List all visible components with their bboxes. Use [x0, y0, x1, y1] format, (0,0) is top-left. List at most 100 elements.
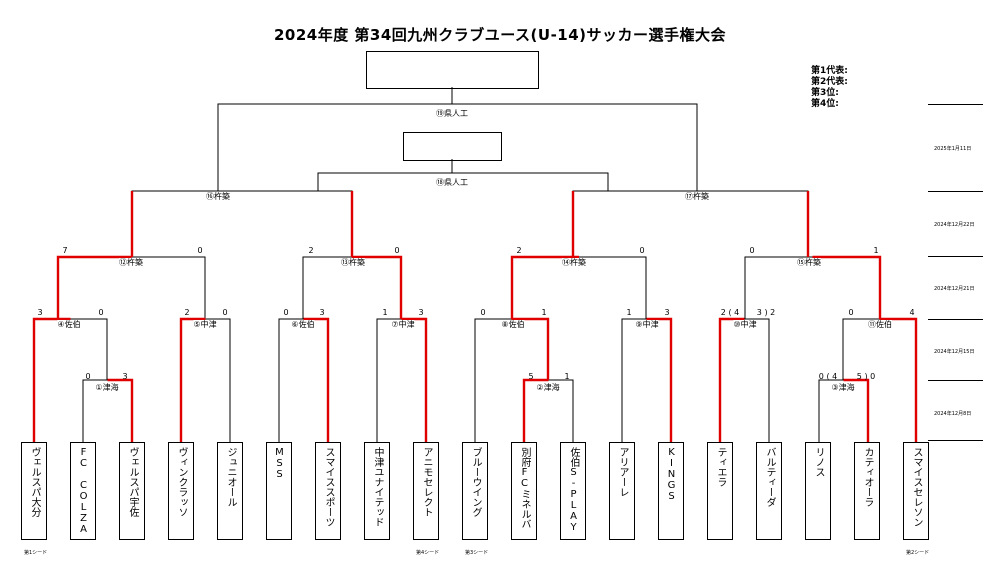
team-box: ヴェルスパ大分: [21, 442, 47, 540]
team-name: カティオーラ: [862, 447, 873, 507]
team-box: ティエラ: [707, 442, 733, 540]
bracket-line: [812, 255, 882, 319]
score: 2 ( 4: [720, 308, 740, 317]
match-label: ③津海: [831, 383, 855, 393]
team-name: ブルーウイング: [470, 447, 481, 517]
bracket-line: [843, 378, 870, 442]
score: 3: [37, 308, 43, 317]
team-name: ヴィンクラッソ: [176, 447, 187, 517]
team-name: FC COLZA: [78, 447, 89, 535]
match-label: ①津海: [95, 383, 119, 393]
result-3rd: 第3位:: [811, 88, 839, 98]
team-name: MSS: [274, 447, 285, 480]
match-label: ⑲県人工: [436, 109, 468, 119]
score: 3: [122, 372, 128, 381]
date-divider: [928, 104, 983, 105]
score: 0: [98, 308, 104, 317]
score: 3: [319, 308, 325, 317]
bracket-line: [352, 255, 403, 319]
bracket-line: [56, 255, 132, 319]
match-label: ⑭杵築: [562, 258, 586, 268]
team-name: スマイススポーツ: [323, 447, 334, 527]
round-date: 2024年12月8日: [934, 411, 972, 417]
score: 3 ) 2: [756, 308, 776, 317]
result-4th: 第4位:: [811, 99, 839, 109]
score: 1: [382, 308, 388, 317]
bracket-line: [278, 318, 304, 442]
bracket-line: [317, 172, 609, 191]
bracket-line: [217, 103, 698, 191]
page-title: 2024年度 第34回九州クラブユース(U-14)サッカー選手権大会: [273, 26, 727, 44]
result-2nd: 第2代表:: [811, 77, 848, 87]
score: 0: [749, 246, 755, 255]
team-box: カティオーラ: [854, 442, 880, 540]
bracket-line: [131, 190, 353, 257]
score: 4: [909, 308, 915, 317]
team-name: スマイスセレソン: [911, 447, 922, 527]
round-date: 2024年12月21日: [934, 286, 975, 292]
score: 1: [541, 308, 547, 317]
team-box: FC COLZA: [70, 442, 96, 540]
match-label: ⑱県人工: [436, 178, 468, 188]
match-label: ⑪佐伯: [868, 320, 892, 330]
team-name: バルティーダ: [764, 447, 775, 507]
bracket-line: [842, 318, 880, 380]
team-name: 別府FCミネルバ: [519, 447, 530, 529]
results-list: 第1代表: 第2代表: 第3位: 第4位:: [811, 66, 848, 110]
score: 1: [873, 246, 879, 255]
match-label: ⑬杵築: [341, 258, 365, 268]
match-label: ⑥佐伯: [291, 320, 315, 330]
score: 0: [222, 308, 228, 317]
match-label: ⑯杵築: [206, 192, 230, 202]
team-name: ジュニオール: [225, 447, 236, 507]
seed-label: 第1シード: [24, 550, 48, 556]
seed-label: 第2シード: [906, 550, 930, 556]
team-box: 中津ユナイテッド: [364, 442, 390, 540]
match-label: ②津海: [536, 383, 560, 393]
team-box: バルティーダ: [756, 442, 782, 540]
team-name: KINGS: [666, 447, 677, 502]
score: 3: [418, 308, 424, 317]
bracket-line: [818, 379, 844, 442]
team-name: 中津ユナイテッド: [372, 447, 383, 527]
team-name: ヴェルスパ大分: [29, 447, 40, 517]
match-label: ⑤中津: [193, 320, 217, 330]
score: 5: [528, 372, 534, 381]
team-box: 別府FCミネルバ: [511, 442, 537, 540]
date-divider: [928, 191, 983, 192]
team-box: ヴィンクラッソ: [168, 442, 194, 540]
match-label: ⑨中津: [635, 320, 659, 330]
score: 2: [308, 246, 314, 255]
bracket-line: [548, 379, 574, 442]
team-box: ブルーウイング: [462, 442, 488, 540]
team-box: 佐伯S-PLAY: [560, 442, 586, 540]
score: 5 ) 0: [856, 372, 876, 381]
round-date: 2024年12月22日: [934, 222, 975, 228]
match-label: ⑫杵築: [119, 258, 143, 268]
match-label: ④佐伯: [57, 320, 81, 330]
bracket-line: [70, 318, 108, 380]
team-box: KINGS: [658, 442, 684, 540]
team-box: ヴェルスパ宇佐: [119, 442, 145, 540]
date-divider: [928, 256, 983, 257]
score: 0: [197, 246, 203, 255]
seed-label: 第4シード: [416, 550, 440, 556]
bracket-line: [376, 318, 402, 442]
bracket-line: [510, 255, 579, 319]
score: 0: [639, 246, 645, 255]
bracket-line: [879, 317, 918, 442]
bracket-line: [82, 379, 108, 442]
team-box: スマイスセレソン: [903, 442, 929, 540]
match-label: ⑩中津: [733, 320, 757, 330]
bracket-line: [302, 256, 352, 319]
score: 1: [626, 308, 632, 317]
bracket-line: [646, 317, 673, 442]
bracket-line: [131, 256, 206, 319]
team-name: アニモセレクト: [421, 447, 432, 517]
team-name: 佐伯S-PLAY: [568, 447, 579, 533]
bracket-line: [205, 318, 231, 442]
team-box: MSS: [266, 442, 292, 540]
date-divider: [928, 319, 983, 320]
bracket-line: [179, 317, 206, 442]
bracket-line: [744, 256, 813, 319]
